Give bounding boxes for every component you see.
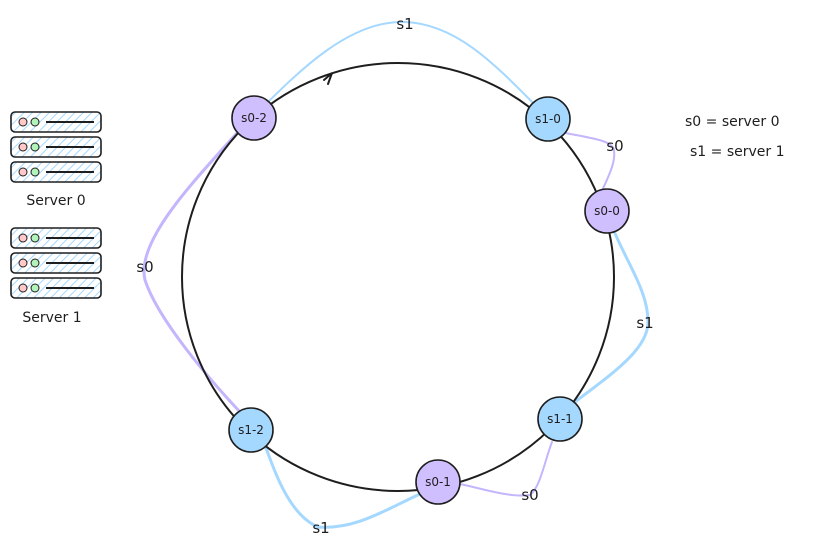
- ring-direction-arrow: [323, 72, 333, 85]
- node-label: s1-0: [535, 112, 561, 126]
- arc-right-s1: [573, 224, 650, 404]
- node-s1-1: s1-1: [537, 396, 583, 442]
- arc-label-bottom-right: s0: [521, 486, 538, 504]
- node-s0-1: s0-1: [415, 459, 461, 505]
- node-label: s0-0: [594, 204, 620, 218]
- arc-label-top: s1: [396, 15, 413, 33]
- server-0-label: Server 0: [26, 193, 85, 209]
- arc-label-bottom: s1: [312, 519, 329, 537]
- node-label: s1-2: [238, 423, 264, 437]
- legend-server-0: s0 = server 0: [685, 114, 780, 130]
- node-label: s0-1: [425, 475, 451, 489]
- server-1-icon: [10, 227, 102, 299]
- arc-left-s0: [142, 132, 242, 414]
- arc-label-s1-0-to-s0-0: s0: [606, 137, 623, 155]
- arc-label-left: s0: [136, 258, 153, 276]
- node-label: s1-1: [547, 412, 573, 426]
- arc-bottom-s1: [264, 446, 422, 529]
- legend-server-1: s1 = server 1: [690, 144, 785, 160]
- arc-s1-0-to-s0-0: [559, 131, 616, 197]
- arc-label-right: s1: [636, 314, 653, 332]
- node-s1-0: s1-0: [525, 96, 571, 142]
- server-0-icon: [10, 111, 102, 183]
- node-s0-0: s0-0: [584, 188, 630, 234]
- arc-bottom-right-s0: [459, 441, 553, 497]
- arc-top-s1: [257, 20, 549, 119]
- hash-ring: [181, 62, 615, 492]
- node-label: s0-2: [241, 111, 267, 125]
- node-s1-2: s1-2: [228, 407, 274, 453]
- node-s0-2: s0-2: [231, 95, 277, 141]
- server-1-label: Server 1: [22, 310, 81, 326]
